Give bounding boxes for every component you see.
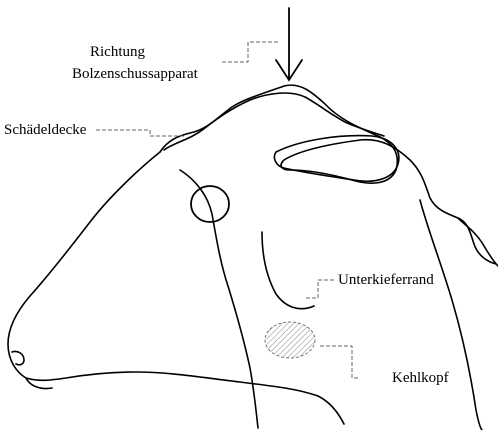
eye [191, 186, 229, 222]
label-kehlkopf: Kehlkopf [392, 370, 449, 386]
leader-richtung [222, 42, 280, 62]
neck-line [420, 200, 482, 430]
label-schaedeldecke: Schädeldecke [4, 122, 87, 138]
leader-unterkieferrand [306, 280, 334, 298]
jaw-edge-line [262, 232, 314, 309]
nostril [12, 351, 24, 364]
mouth-line [26, 372, 344, 424]
label-unterkieferrand: Unterkieferrand [338, 272, 434, 288]
larynx-region [265, 322, 315, 358]
face-front-line [8, 152, 160, 378]
leader-kehlkopf [320, 346, 358, 378]
leader-schaedeldecke [96, 130, 184, 136]
label-richtung-line2: Bolzenschussapparat [72, 66, 199, 82]
leader-lines [96, 42, 358, 378]
label-richtung-line1: Richtung [90, 44, 145, 60]
down-arrow-icon [276, 8, 302, 80]
wool-line [458, 218, 498, 266]
